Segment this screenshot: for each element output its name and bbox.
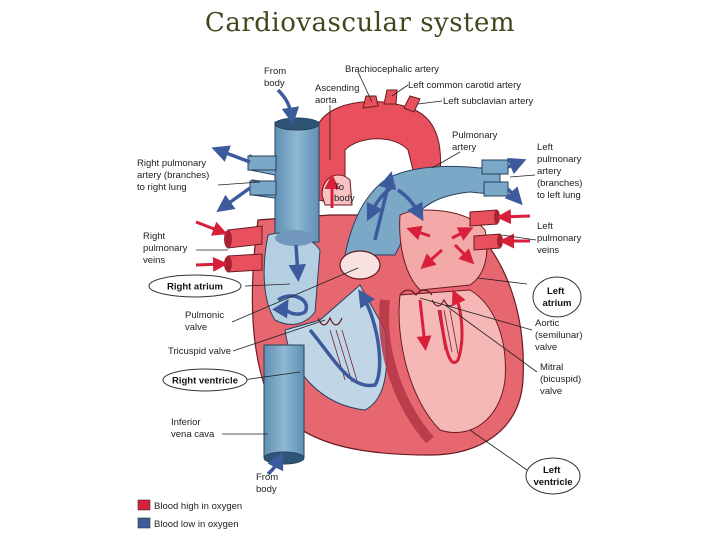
right-atrium-chamber	[263, 232, 321, 325]
rpv2-opening	[224, 256, 232, 272]
arrow-rpa-2	[216, 186, 252, 213]
label-aortic-valve: Aortic (semilunar) valve	[535, 318, 585, 353]
label-right-ventricle: Right ventricle	[172, 376, 238, 387]
label-brachiocephalic-artery: Brachiocephalic artery	[345, 64, 439, 75]
red-flow-arrows	[195, 174, 531, 364]
label-left-common-carotid-artery: Left common carotid artery	[408, 80, 521, 91]
carotid-branch	[383, 89, 398, 105]
ivc-opening	[263, 451, 305, 465]
right-ventricle-oval	[162, 368, 248, 392]
label-left-pulmonary-veins: Left pulmonary veins	[537, 221, 584, 256]
label-tricuspid-valve: Tricuspid valve	[168, 346, 231, 357]
label-mitral-valve: Mitral (bicuspid) valve	[540, 362, 584, 397]
blue-flow-arrows	[211, 88, 527, 476]
arrow-la-2	[420, 248, 443, 269]
rpv1-opening	[224, 230, 232, 248]
label-left-pulmonary-artery: Left pulmonary artery (branches) to left…	[537, 142, 585, 201]
ra-top-opening	[275, 230, 315, 246]
legend-label-high-oxygen: Blood high in oxygen	[154, 501, 242, 512]
arrow-la-4	[451, 227, 474, 241]
label-pulmonary-artery: Pulmonary artery	[452, 130, 500, 153]
subclavian-branch	[403, 95, 421, 113]
lpv1-opening	[494, 210, 500, 224]
label-from-body-top: From body	[264, 66, 289, 89]
left-pulmonary-vein-2	[473, 233, 501, 251]
rpa-branch-1	[247, 155, 277, 171]
lpa-branch-2	[483, 181, 509, 197]
arrow-lpa-2	[504, 186, 523, 206]
legend-swatch-high-oxygen	[137, 499, 151, 511]
left-atrium-oval	[532, 276, 582, 318]
slide-title: Cardiovascular system	[204, 8, 516, 38]
label-left-ventricle: Left ventricle	[533, 465, 572, 488]
legend: Blood high in oxygen Blood low in oxygen	[137, 499, 242, 530]
arrow-rpv-in-1	[195, 220, 228, 236]
brachiocephalic-branch	[362, 95, 379, 109]
label-right-pulmonary-artery: Right pulmonary artery (branches) to rig…	[137, 158, 212, 193]
label-left-atrium: Left atrium	[542, 286, 571, 309]
arrow-rpa-1	[211, 145, 251, 164]
arrow-svc-down	[288, 244, 307, 282]
septum	[379, 299, 434, 444]
arrow-rpv-in-2	[195, 256, 228, 272]
tricuspid-valve-shape	[317, 316, 343, 326]
label-ascending-aorta: Ascending aorta	[315, 83, 362, 106]
arrow-lv-loop	[438, 289, 466, 364]
label-pulmonic-valve: Pulmonic valve	[185, 310, 227, 333]
arrow-pa-left	[366, 183, 396, 222]
leader-lines	[196, 71, 538, 471]
arrow-la-3	[453, 243, 475, 265]
lpv2-opening	[497, 234, 503, 248]
left-ventricle-oval	[525, 457, 581, 495]
arrow-ra-loop	[272, 294, 309, 319]
right-pulmonary-vein-2	[227, 253, 263, 273]
superior-vena-cava	[274, 121, 320, 243]
aortic-valve-shape	[399, 289, 433, 296]
label-right-pulmonary-veins: Right pulmonary veins	[143, 231, 190, 266]
svc-opening	[274, 117, 320, 131]
rpa-branch-2	[249, 180, 277, 196]
legend-swatch-low-oxygen	[137, 517, 151, 529]
arrow-from-body-top	[276, 88, 300, 125]
label-left-subclavian-artery: Left subclavian artery	[443, 96, 534, 107]
label-from-body-bottom: From body	[256, 472, 281, 495]
pulmonic-valve-shape	[339, 250, 381, 280]
arrow-pa-right	[397, 188, 424, 222]
arrow-rv-loop	[308, 289, 382, 388]
arrow-la-1	[406, 225, 431, 240]
arrow-lpa-1	[506, 157, 527, 175]
right-pulmonary-vein-1	[227, 225, 263, 249]
label-inferior-vena-cava: Inferior vena cava	[171, 417, 215, 440]
label-right-atrium: Right atrium	[167, 282, 223, 293]
left-pulmonary-vein-1	[469, 209, 498, 227]
lpa-branch-1	[481, 159, 509, 175]
arrow-lpv-in-1	[496, 209, 531, 225]
legend-label-low-oxygen: Blood low in oxygen	[154, 519, 239, 530]
right-atrium-oval	[148, 274, 242, 298]
aortic-arch	[317, 101, 442, 206]
arrow-lv-down	[416, 299, 432, 351]
inferior-vena-cava	[263, 344, 305, 458]
arrow-from-body-bottom	[266, 451, 284, 476]
label-to-body: To body	[334, 182, 355, 204]
